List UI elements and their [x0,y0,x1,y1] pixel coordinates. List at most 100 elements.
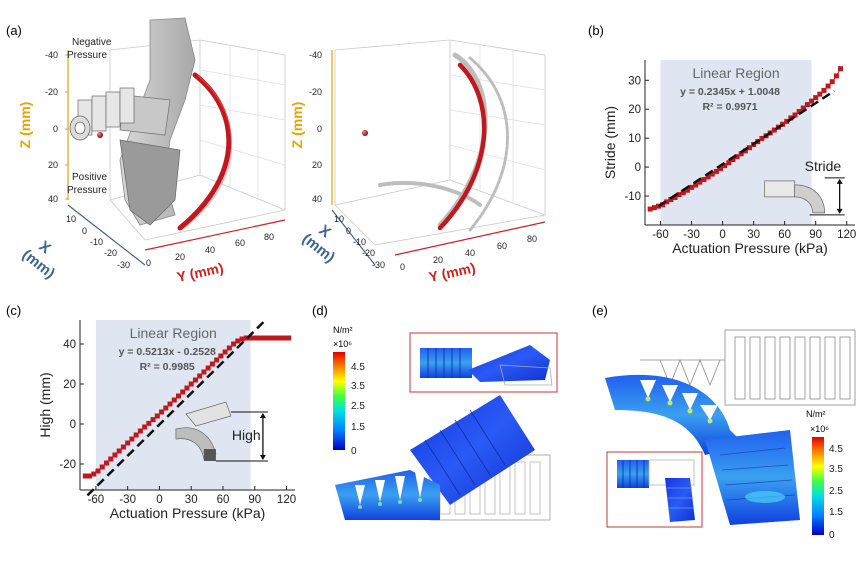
data-point [150,417,156,423]
y-tick-label: -20 [59,459,76,471]
panel-a: (a) -40 -20 0 20 40 [6,17,546,285]
z-axis-ticks-right: -40 -20 0 20 40 [309,50,322,204]
data-point [260,335,266,341]
data-point [838,66,844,72]
z-tick: -40 [45,50,58,60]
colorbar-d [333,352,345,450]
x-axis-label-right: X(mm) [299,217,349,266]
x-tick-label: 120 [837,229,856,241]
panel-label-c: (c) [6,303,21,318]
x-axis-title: Actuation Pressure (kPa) [672,240,828,256]
data-point [697,179,703,185]
data-point [281,335,287,341]
data-point [734,154,740,160]
colorbar-tick: 0 [351,446,357,457]
x-tick-label: 30 [185,494,198,506]
y-tick-label: 40 [63,339,76,351]
x-tick-label: 0 [156,494,162,506]
data-point [264,335,270,341]
data-point [108,456,114,462]
inset-actuator [764,180,796,198]
data-point [664,199,670,205]
data-point [214,357,220,363]
data-point [809,98,815,104]
x-tick: -20 [362,248,375,258]
data-point [239,336,245,342]
data-point [146,420,152,426]
data-point [159,409,165,415]
data-point [705,174,711,180]
x-tick-label: 60 [217,494,230,506]
z-tick: 20 [48,160,58,170]
x-axis-ticks: 10 0 -10 -20 -30 [66,214,130,270]
y-axis-title: Stride (mm) [602,106,618,179]
data-point [804,102,810,108]
tip-marker [97,132,103,138]
trajectory-left [177,72,232,231]
x-tick: -10 [90,237,103,247]
x-tick-label: -60 [88,494,105,506]
y-tick-label: 0 [70,419,76,431]
colorbar-tick: 0 [829,530,835,541]
data-point [222,349,228,355]
colorbar-ticks-d: 4.5 3.5 2.5 1.5 0 [351,362,365,457]
x-tick-label: 120 [277,494,296,506]
data-point [829,79,835,85]
data-point [651,205,657,211]
data-point [771,127,777,133]
y-tick: 60 [497,241,507,251]
data-point [167,401,173,407]
data-point [277,335,283,341]
deformed-mesh-e [605,374,800,525]
y-tick-label: 20 [628,104,641,116]
data-point [821,87,827,93]
colorbar-tick: 4.5 [351,362,365,373]
data-point [205,365,211,371]
z-tick: 0 [53,124,58,134]
inset-label: Stride [805,158,842,174]
y-axis-line-right [394,221,546,256]
x-tick: -30 [117,260,130,270]
x-tick: 10 [66,214,76,224]
x-tick-label: 60 [778,229,791,241]
y-tick: 40 [205,245,215,255]
data-point [759,135,765,141]
data-point [742,148,748,154]
data-point [273,335,279,341]
data-point [788,115,794,121]
data-point [722,163,728,169]
fit-line [657,89,835,208]
plot3d-right [334,39,546,246]
panel-label-d: (d) [312,303,328,318]
data-point [188,381,194,387]
data-point [171,397,177,403]
panel-label-e: (e) [592,303,608,318]
y-axis-ticks-right: 0 20 40 60 80 [400,234,537,272]
region-label: Linear Region [130,325,217,341]
linear-region [660,60,812,225]
data-point [163,405,169,411]
z-tick: 20 [312,160,322,170]
y-axis-line [144,219,286,251]
data-point [647,206,653,212]
region-label: Linear Region [692,65,779,81]
data-point [730,157,736,163]
data-point [784,118,790,124]
colorbar-scale-d: ×10⁶ [333,339,352,349]
data-point [125,440,131,446]
data-point [112,452,118,458]
data-point [680,190,686,196]
data-point [792,112,798,118]
x-tick: -30 [372,260,385,270]
data-point [796,109,802,115]
colorbar-tick: 2.5 [351,401,365,412]
colorbar-unit-d: N/m² [333,325,353,335]
colorbar-e [812,437,824,535]
data-point [252,335,258,341]
data-point [116,448,122,454]
panel-e: (e) [592,303,856,541]
